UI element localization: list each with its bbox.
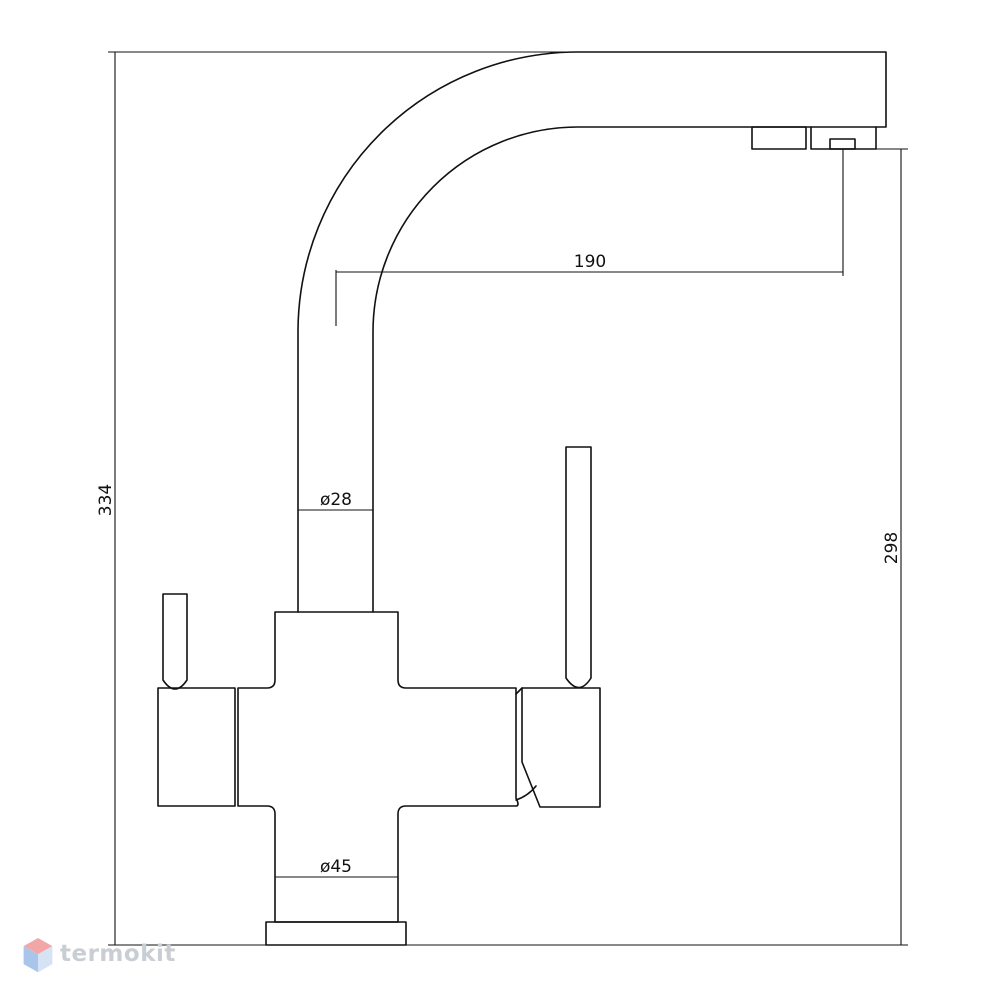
aerator-right: [810, 126, 877, 150]
left-handle-lever: [162, 593, 188, 690]
right-handle-housing: [521, 687, 601, 808]
dimension-spout-reach: 190: [335, 149, 844, 326]
dimension-outlet-height: 298: [406, 148, 908, 946]
aerator-left: [751, 126, 807, 150]
outlet-height-label: 298: [882, 532, 902, 564]
body-cross-contour: [237, 611, 519, 923]
right-handle: [515, 446, 601, 808]
left-handle-housing: [157, 687, 236, 807]
mixer-body: [237, 611, 519, 946]
right-handle-joint: [515, 687, 537, 801]
dimension-body-diameter: ø45: [275, 857, 398, 878]
dimension-total-height: 334: [96, 51, 580, 946]
total-height-label: 334: [96, 484, 116, 516]
aerator-nozzle: [829, 138, 856, 150]
base-plate: [265, 921, 407, 946]
body-diameter-label: ø45: [320, 857, 352, 877]
spout-diameter-label: ø28: [320, 490, 352, 510]
spout-outer-contour: [297, 51, 887, 613]
left-handle: [157, 593, 236, 807]
dimension-spout-diameter: ø28: [298, 490, 373, 511]
right-handle-lever: [565, 446, 592, 689]
spout: [297, 51, 887, 613]
spout-reach-label: 190: [574, 252, 606, 272]
termokit-logo-icon: [23, 938, 53, 973]
brand-logo-text: termokit: [60, 941, 176, 967]
